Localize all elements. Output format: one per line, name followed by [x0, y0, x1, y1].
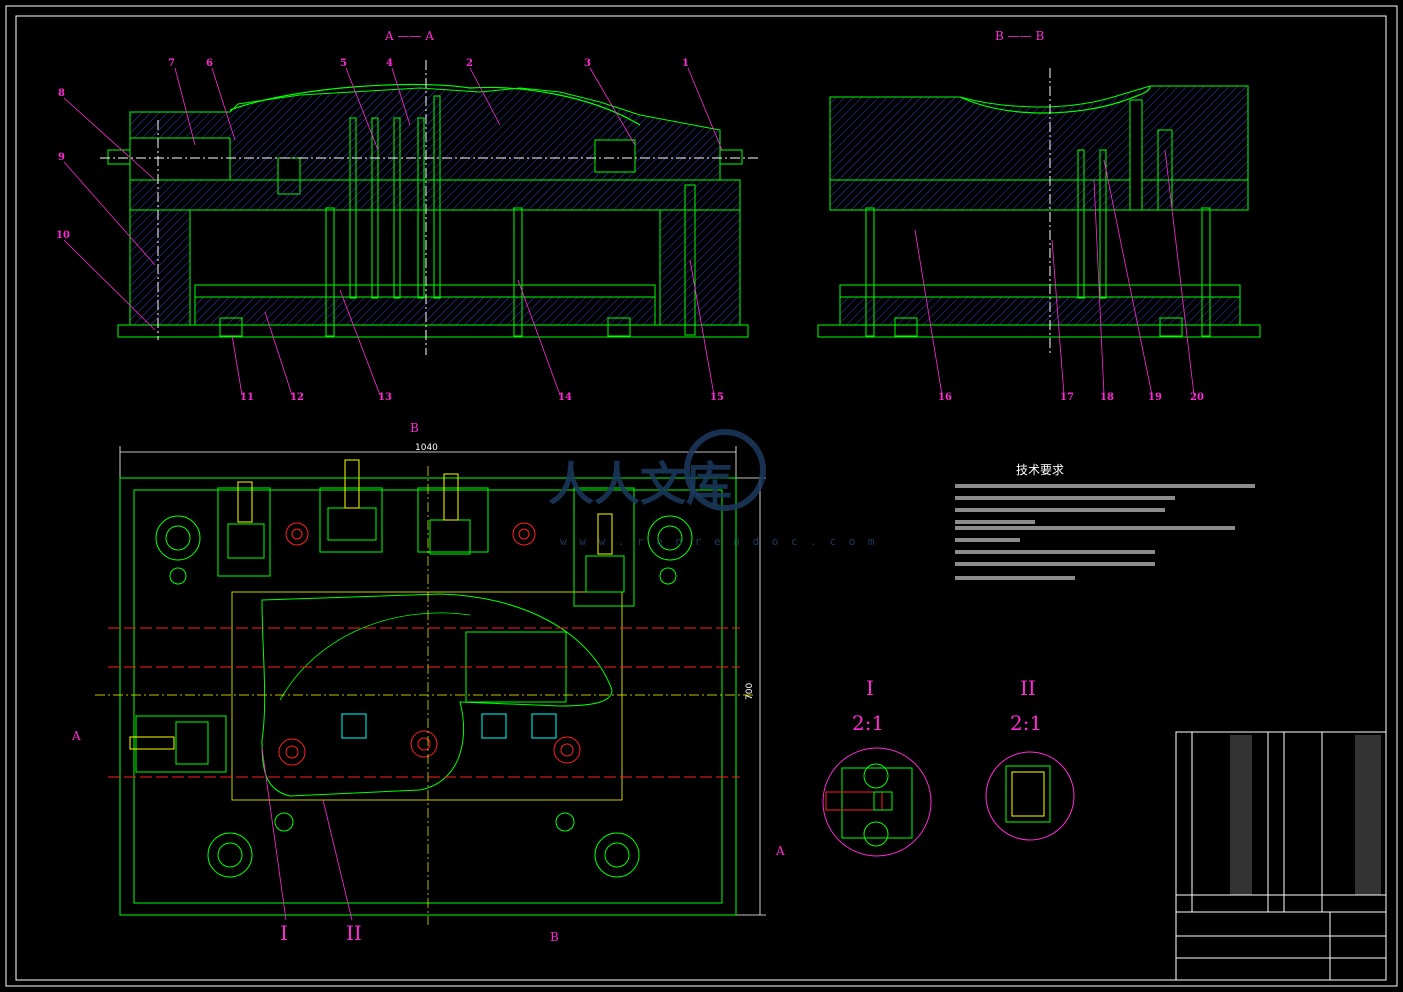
technical-requirements: 技术要求 [955, 463, 1255, 580]
inner-frame [15, 15, 1387, 981]
detail-scale-2: 2:1 [1010, 711, 1042, 735]
part-label-8: 8 [58, 88, 65, 99]
arrow-label-a-right: A [775, 844, 785, 858]
part-label-15: 15 [710, 392, 724, 403]
part-labels-aa: 8 7 6 5 4 3 2 1 9 10 11 12 13 14 15 [56, 58, 724, 403]
part-label-11: 11 [240, 392, 254, 403]
part-label-3: 3 [584, 58, 591, 69]
part-label-5: 5 [340, 58, 347, 69]
title-block [1175, 731, 1387, 981]
part-label-12: 12 [290, 392, 304, 403]
arrow-label-a-left: A [71, 729, 81, 743]
detail-ref-1: I [280, 921, 288, 945]
part-label-4: 4 [386, 58, 393, 69]
detail-ref-2: II [346, 921, 362, 945]
detail-scale-1: 2:1 [852, 711, 884, 735]
plan-view: 1040 700 [71, 421, 785, 945]
part-label-7: 7 [168, 58, 175, 69]
part-labels-bb: 16 17 18 19 20 [914, 149, 1204, 403]
detail-views: I 2:1 II 2:1 [822, 676, 1075, 857]
arrow-label-b-bottom: B [550, 930, 559, 944]
part-label-13: 13 [378, 392, 392, 403]
detail-title-1: I [866, 676, 874, 700]
detail-title-2: II [1020, 676, 1036, 700]
dimension-width: 1040 [415, 443, 438, 453]
tech-requirements-title: 技术要求 [1016, 463, 1064, 477]
section-bb-title: B —— B [995, 29, 1044, 43]
section-bb-view: B —— B [817, 29, 1261, 355]
part-label-17: 17 [1060, 392, 1074, 403]
section-aa-view: A —— A [100, 29, 760, 355]
watermark-text: 人人文库 [548, 457, 732, 511]
part-label-6: 6 [206, 58, 213, 69]
dimension-height: 700 [745, 683, 755, 700]
part-label-20: 20 [1190, 392, 1204, 403]
part-label-2: 2 [466, 58, 473, 69]
part-label-9: 9 [58, 152, 65, 163]
outer-frame [5, 5, 1398, 987]
watermark: 人人文库 w w w . r e n r e n d o c . c o m [548, 429, 878, 548]
arrow-label-b-top: B [410, 421, 419, 435]
section-aa-title: A —— A [384, 29, 434, 43]
part-label-1: 1 [682, 58, 689, 69]
part-label-18: 18 [1100, 392, 1114, 403]
part-label-14: 14 [558, 392, 572, 403]
part-label-16: 16 [938, 392, 952, 403]
watermark-url: w w w . r e n r e n d o c . c o m [560, 535, 878, 548]
part-label-19: 19 [1148, 392, 1162, 403]
part-label-10: 10 [56, 230, 70, 241]
